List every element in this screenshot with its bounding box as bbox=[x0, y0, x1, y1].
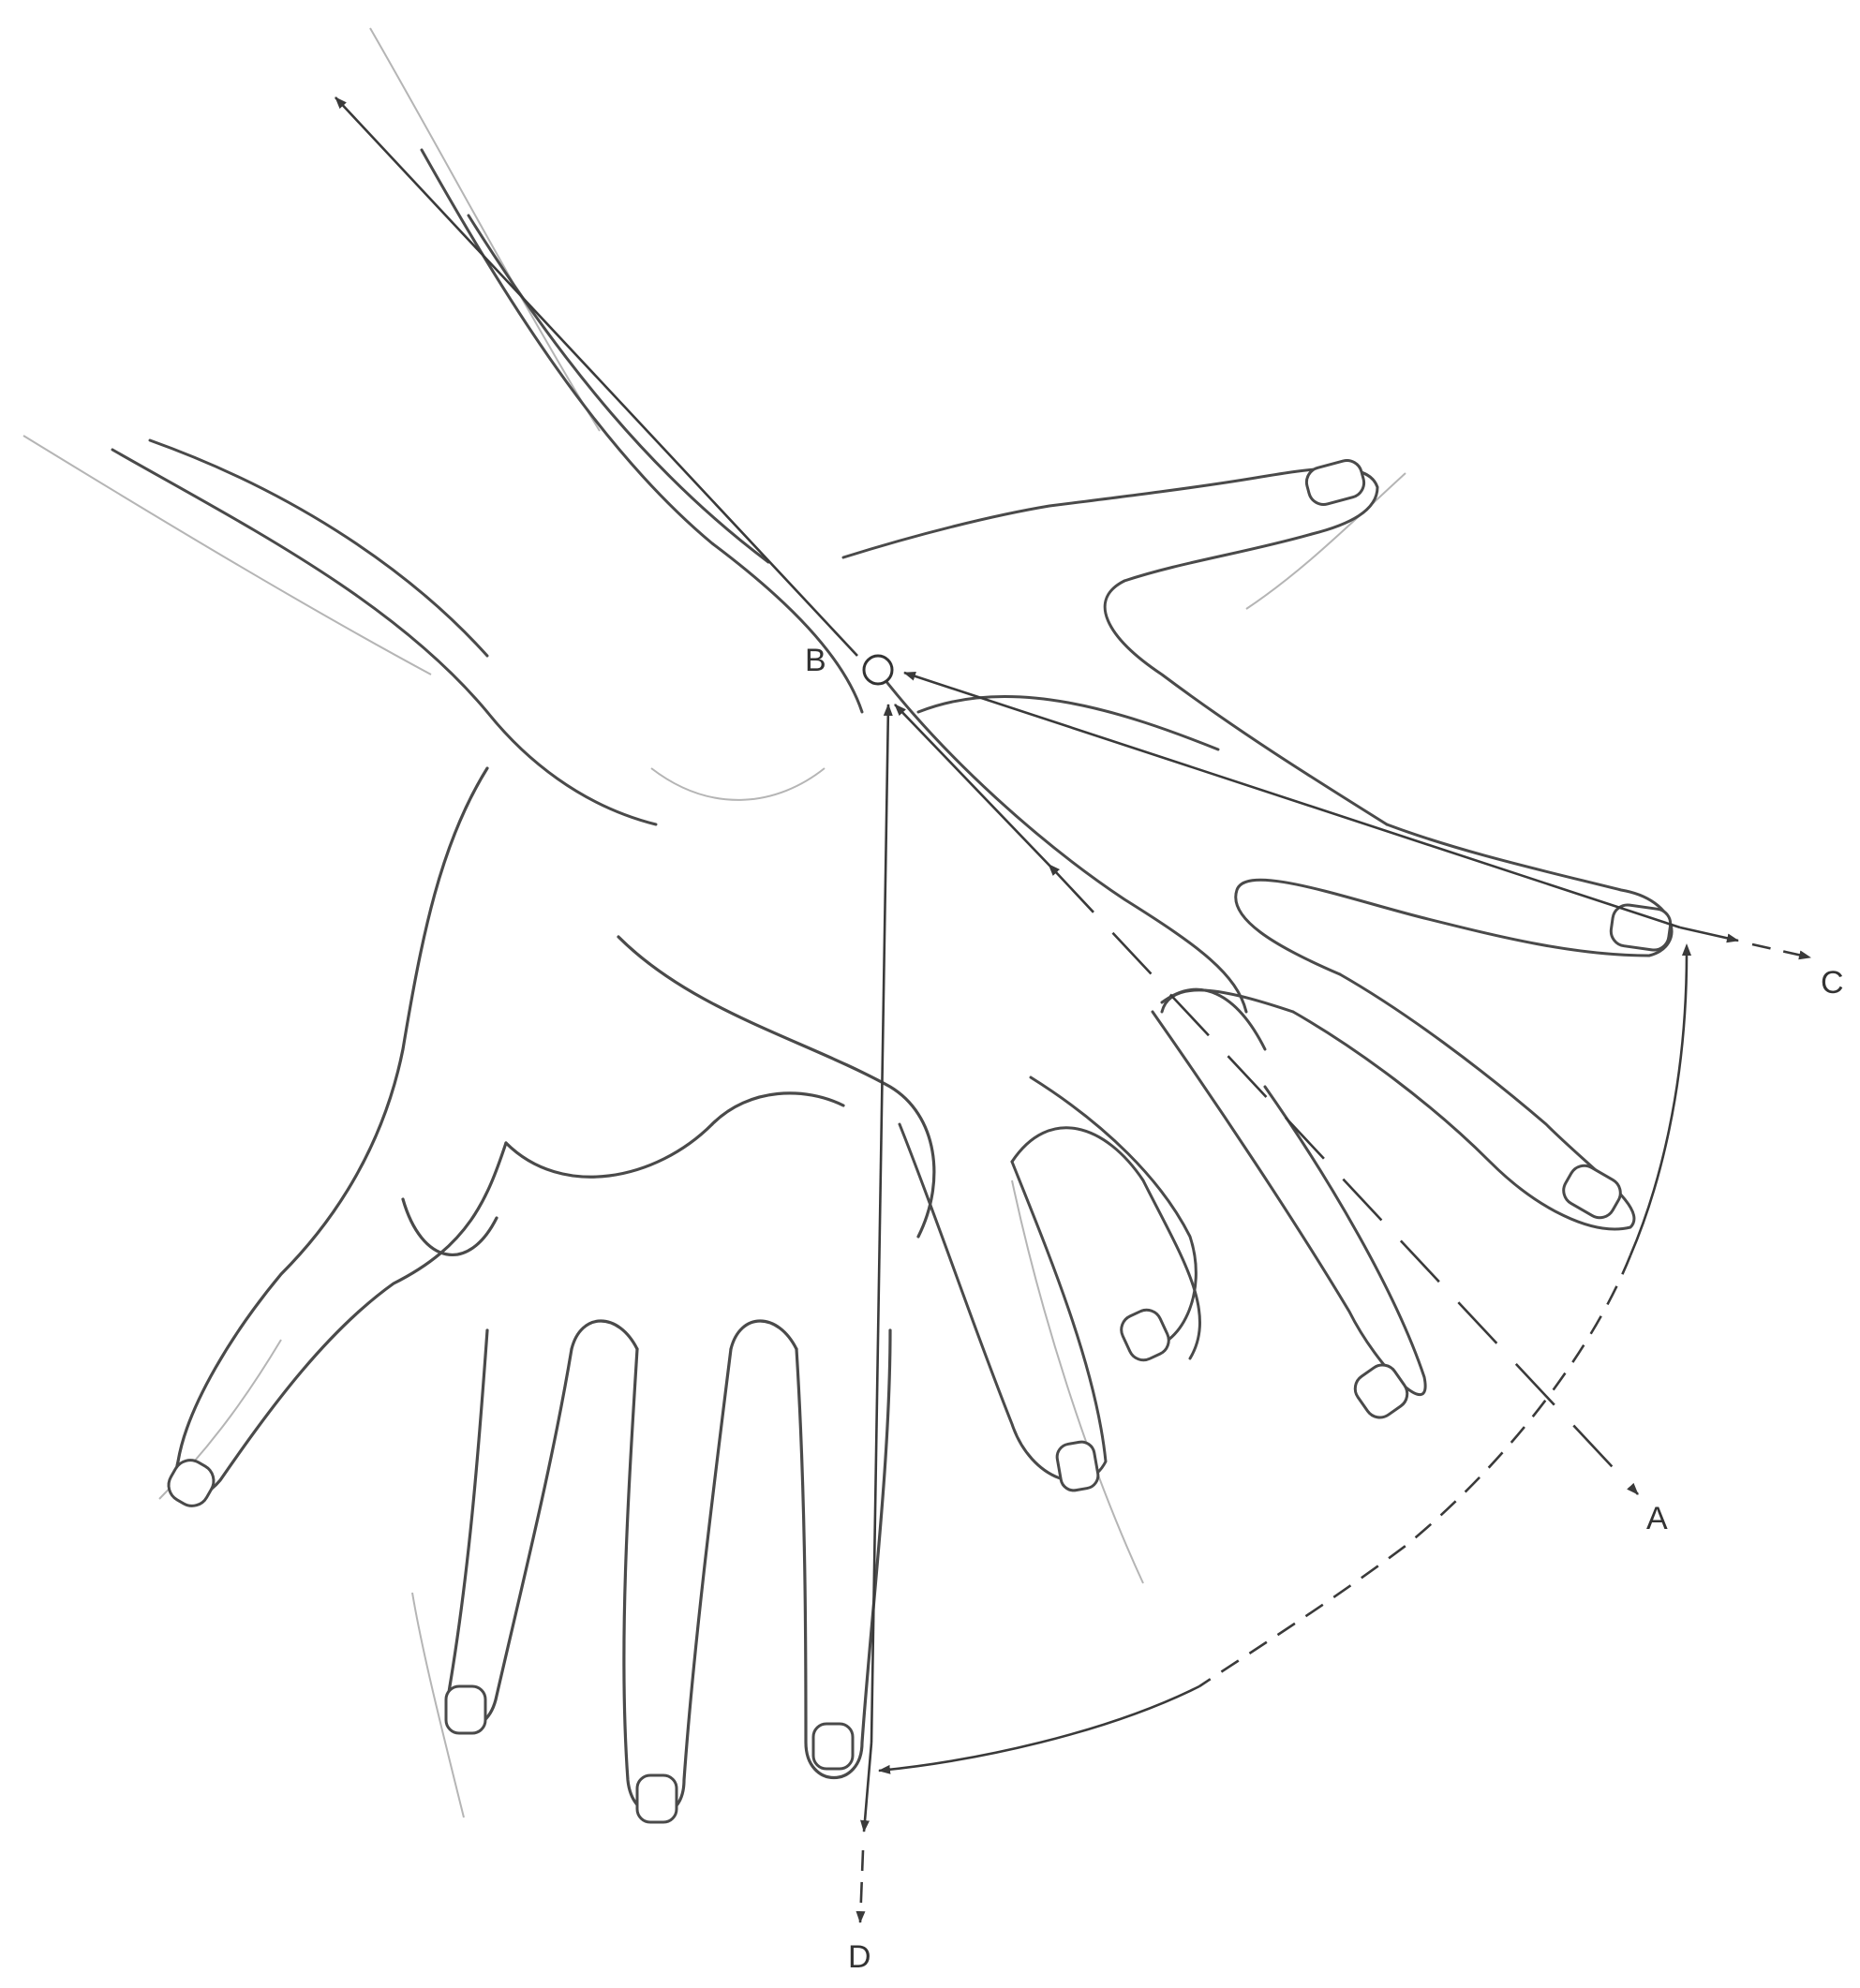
hand-lower-sketch bbox=[176, 768, 934, 1816]
axis-line-a bbox=[895, 705, 1055, 871]
label-d: D bbox=[848, 1941, 871, 1973]
label-c: C bbox=[1821, 967, 1844, 999]
pivot-circle-icon bbox=[864, 656, 892, 684]
fingernails-upper bbox=[1303, 457, 1673, 1224]
fingernails-middle bbox=[1055, 1305, 1413, 1492]
hand-upper-sketch bbox=[843, 468, 1672, 1229]
fingernails-lower bbox=[162, 1454, 853, 1822]
hand-middle-sketch bbox=[900, 989, 1425, 1481]
label-b: B bbox=[805, 645, 826, 676]
axis-line-a-dash bbox=[1055, 871, 1638, 1494]
forearm-sketch bbox=[112, 150, 862, 824]
label-a: A bbox=[1646, 1503, 1668, 1535]
axis-line-c bbox=[904, 673, 1680, 927]
axis-line-upper bbox=[335, 97, 857, 656]
axis-line-c-ext bbox=[1680, 927, 1738, 941]
faint-guide-lines bbox=[23, 28, 1406, 1817]
axis-lines bbox=[335, 97, 1810, 1922]
rotation-arc bbox=[879, 954, 1687, 1771]
axis-line-c-dash bbox=[1752, 944, 1810, 957]
axis-line-d-dash bbox=[860, 1850, 863, 1922]
axis-line-d bbox=[871, 705, 888, 1743]
axis-line-d-lower bbox=[864, 1743, 871, 1832]
